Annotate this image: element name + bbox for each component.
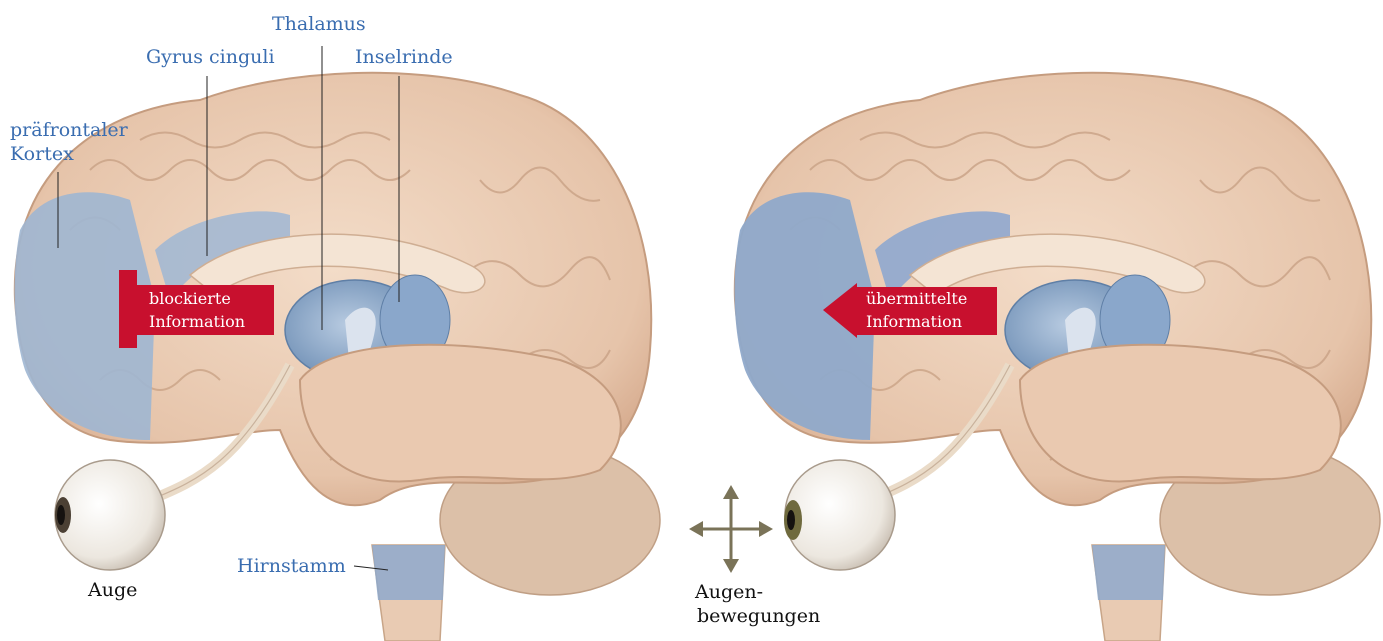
label-augenbewegungen-1: Augen- bbox=[695, 580, 763, 604]
transmitted-info-line2: Information bbox=[866, 311, 962, 332]
label-praefrontaler-kortex-2: Kortex bbox=[10, 142, 74, 166]
label-auge: Auge bbox=[88, 578, 137, 602]
label-inselrinde: Inselrinde bbox=[355, 45, 453, 69]
label-hirnstamm: Hirnstamm bbox=[237, 554, 346, 578]
label-gyrus-cinguli: Gyrus cinguli bbox=[146, 45, 275, 69]
transmitted-info-line1: übermittelte bbox=[866, 288, 967, 309]
right-brain bbox=[735, 73, 1380, 641]
left-eye bbox=[55, 460, 165, 570]
label-praefrontaler-kortex-1: präfrontaler bbox=[10, 118, 128, 142]
blocked-info-line2: Information bbox=[149, 311, 245, 332]
blocked-info-line1: blockierte bbox=[149, 288, 231, 309]
label-augenbewegungen-2: bewegungen bbox=[697, 604, 820, 628]
label-thalamus: Thalamus bbox=[272, 12, 366, 36]
eye-movement-arrows-icon bbox=[689, 485, 773, 573]
